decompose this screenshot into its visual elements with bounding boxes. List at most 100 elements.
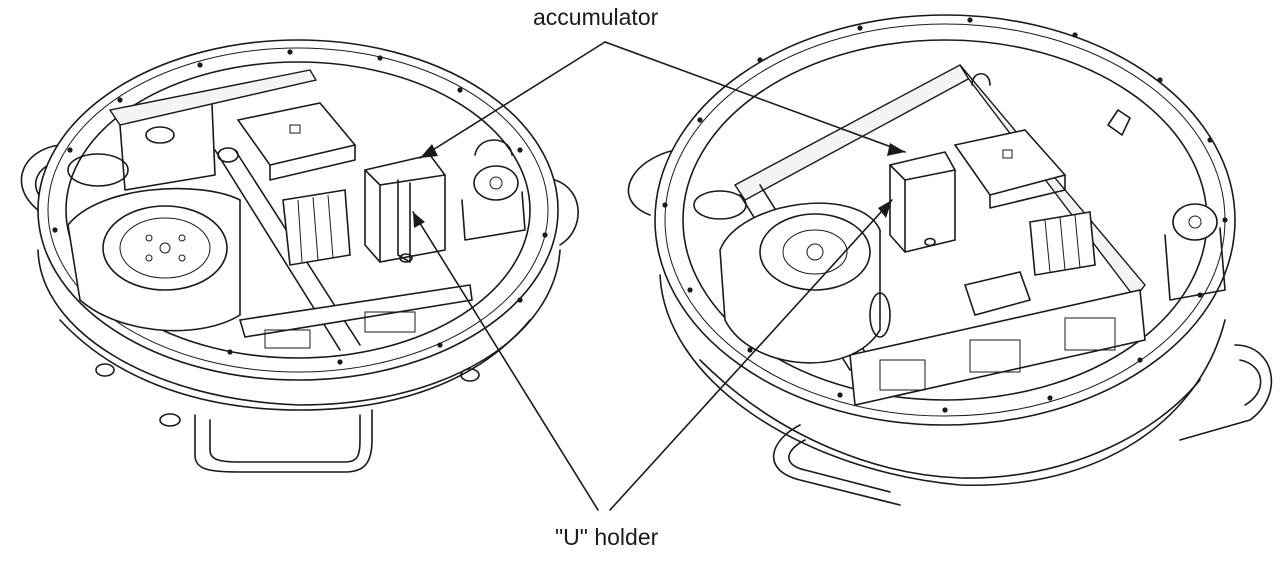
left-unit-screw bbox=[287, 49, 293, 55]
left-unit-screw bbox=[517, 147, 523, 153]
left-unit-front-window bbox=[264, 329, 311, 349]
accumulator-leader-right bbox=[604, 41, 906, 153]
right-unit-terminal-ribs bbox=[1044, 214, 1081, 273]
left-unit-u-holder-nut bbox=[399, 253, 413, 263]
right-unit bbox=[627, 14, 1273, 506]
right-unit-accumulator-edge bbox=[889, 164, 956, 253]
right-unit-accumulator bbox=[889, 151, 956, 253]
left-unit-screw bbox=[437, 342, 443, 348]
right-unit-handle-bottom bbox=[772, 424, 901, 506]
right-unit-relay-box bbox=[963, 271, 1032, 316]
callout-leaders bbox=[412, 41, 906, 511]
left-unit-screw bbox=[52, 227, 58, 233]
right-unit-board-chip bbox=[1002, 149, 1013, 159]
right-unit-screw bbox=[1072, 32, 1078, 38]
right-unit-handle-right bbox=[1179, 344, 1273, 441]
right-unit-disc-hub bbox=[806, 243, 824, 261]
right-unit-screw bbox=[942, 407, 948, 413]
right-unit-front-window bbox=[1064, 317, 1116, 351]
right-unit-roller bbox=[869, 292, 891, 338]
right-unit-frame-front bbox=[849, 289, 1146, 406]
left-unit-front-bracket bbox=[238, 284, 473, 338]
right-unit-screw bbox=[757, 57, 763, 63]
right-unit-screw bbox=[1222, 217, 1228, 223]
right-unit-socket bbox=[1172, 203, 1218, 241]
left-unit-base-lower bbox=[59, 319, 531, 411]
right-unit-disc-inner bbox=[782, 229, 848, 275]
right-unit-screw bbox=[1157, 77, 1163, 83]
right-unit-screw bbox=[1207, 137, 1213, 143]
right-unit-screw bbox=[662, 202, 668, 208]
left-unit-screw bbox=[517, 297, 523, 303]
left-unit-terminal-ribs bbox=[297, 194, 334, 263]
left-unit-disc-hole bbox=[159, 242, 171, 254]
right-unit-base bbox=[659, 274, 1226, 486]
left-unit-handle-right bbox=[554, 179, 579, 246]
right-unit-disc bbox=[759, 213, 871, 291]
left-unit-screw bbox=[197, 62, 203, 68]
left-unit-foot-3 bbox=[460, 368, 480, 382]
right-unit-peg bbox=[971, 72, 991, 86]
left-unit-roller bbox=[217, 147, 239, 163]
left-unit-top-bracket bbox=[108, 69, 318, 126]
u-holder-label: "U" holder bbox=[555, 524, 659, 550]
right-unit-front-window bbox=[879, 359, 926, 391]
left-unit-terminal-block bbox=[282, 189, 351, 266]
right-unit-screw bbox=[747, 347, 753, 353]
left-unit-handle-bottom-inner bbox=[209, 414, 361, 463]
left-unit bbox=[20, 39, 579, 473]
left-unit-disc-hole bbox=[178, 234, 186, 242]
accumulator-arrowhead-left bbox=[420, 144, 438, 158]
left-unit-accumulator bbox=[364, 154, 446, 263]
left-unit-screw bbox=[542, 232, 548, 238]
accumulator-arrowhead-right bbox=[887, 143, 905, 156]
left-unit-screw bbox=[337, 359, 343, 365]
right-unit-screw bbox=[837, 392, 843, 398]
left-unit-socket-cap bbox=[474, 139, 513, 156]
right-unit-front-window bbox=[969, 339, 1021, 373]
left-unit-handle-bottom bbox=[194, 409, 373, 473]
accumulator-leader-left bbox=[419, 41, 606, 159]
left-unit-screw bbox=[67, 147, 73, 153]
left-unit-front-window bbox=[364, 311, 416, 333]
left-unit-screw bbox=[117, 97, 123, 103]
left-unit-screw bbox=[457, 87, 463, 93]
left-unit-screw bbox=[377, 55, 383, 61]
left-unit-board-chip bbox=[289, 124, 301, 134]
left-unit-socket bbox=[473, 165, 519, 201]
right-unit-screw bbox=[1137, 357, 1143, 363]
left-unit-disc bbox=[102, 205, 228, 291]
left-unit-disc-inner bbox=[119, 217, 211, 279]
left-unit-disc-hole bbox=[145, 254, 153, 262]
right-unit-screw bbox=[967, 17, 973, 23]
left-unit-u-holder bbox=[397, 179, 411, 263]
left-unit-screw bbox=[227, 349, 233, 355]
right-unit-handle-left bbox=[627, 149, 676, 216]
right-unit-socket-plate bbox=[1164, 227, 1226, 301]
right-unit-base-lower bbox=[699, 359, 1201, 479]
left-unit-disc-hole bbox=[178, 254, 186, 262]
right-unit-opening bbox=[693, 190, 747, 220]
left-unit-board-front bbox=[269, 144, 356, 181]
u-holder-leader-left bbox=[412, 211, 599, 511]
right-unit-screw bbox=[1047, 395, 1053, 401]
right-unit-peg bbox=[1107, 109, 1131, 136]
right-unit-screw bbox=[687, 287, 693, 293]
accumulator-label: accumulator bbox=[533, 4, 659, 30]
left-unit-disc-hole bbox=[145, 234, 153, 242]
left-unit-rim-line bbox=[47, 47, 549, 373]
left-unit-accumulator-edge bbox=[364, 169, 446, 263]
u-holder-arrowhead-right bbox=[878, 200, 892, 218]
right-unit-screw bbox=[857, 25, 863, 31]
right-unit-handle-bottom-inner bbox=[788, 439, 891, 493]
left-unit-foot-1 bbox=[159, 413, 181, 427]
right-unit-board-front bbox=[989, 174, 1066, 209]
u-holder-leader-right bbox=[609, 199, 893, 511]
left-unit-socket-plate bbox=[461, 191, 526, 241]
right-unit-socket-pin bbox=[1188, 215, 1202, 229]
left-unit-top-bracket-front bbox=[119, 104, 216, 191]
right-unit-screw bbox=[697, 117, 703, 123]
u-holder-arrowhead-left bbox=[413, 212, 425, 228]
